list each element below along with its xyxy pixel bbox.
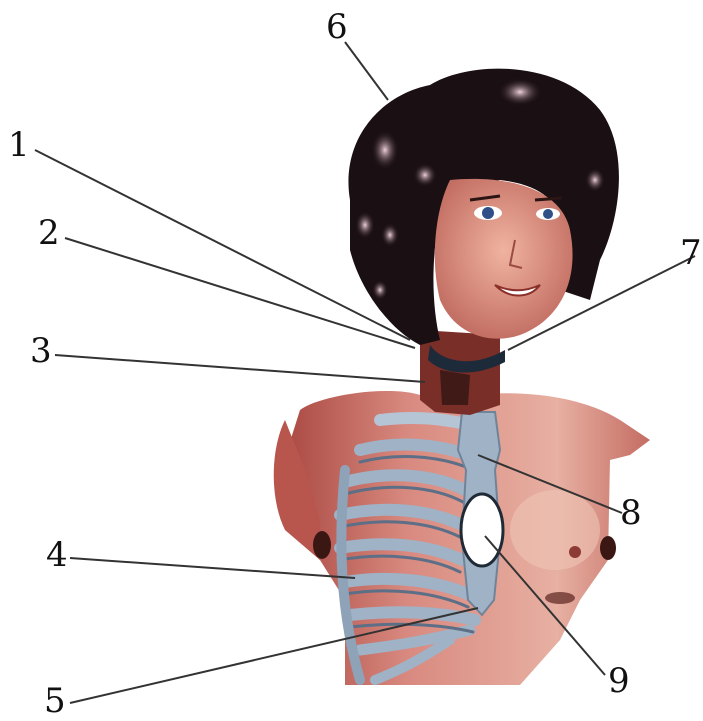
- face: [435, 179, 573, 339]
- callout-label-9: 9: [608, 664, 630, 698]
- callout-label-3: 3: [30, 334, 52, 368]
- neck: [420, 330, 505, 415]
- callout-label-7: 7: [680, 236, 702, 270]
- callout-label-5: 5: [44, 684, 66, 718]
- leader-line-4: [70, 558, 355, 578]
- sternal-oval-marker: [461, 494, 503, 566]
- callout-label-6: 6: [326, 10, 348, 44]
- callout-label-8: 8: [620, 496, 642, 530]
- callout-label-4: 4: [46, 538, 68, 572]
- callout-label-1: 1: [8, 128, 30, 162]
- leader-line-6: [345, 42, 388, 100]
- leader-line-3: [55, 355, 425, 382]
- callout-label-2: 2: [38, 216, 60, 250]
